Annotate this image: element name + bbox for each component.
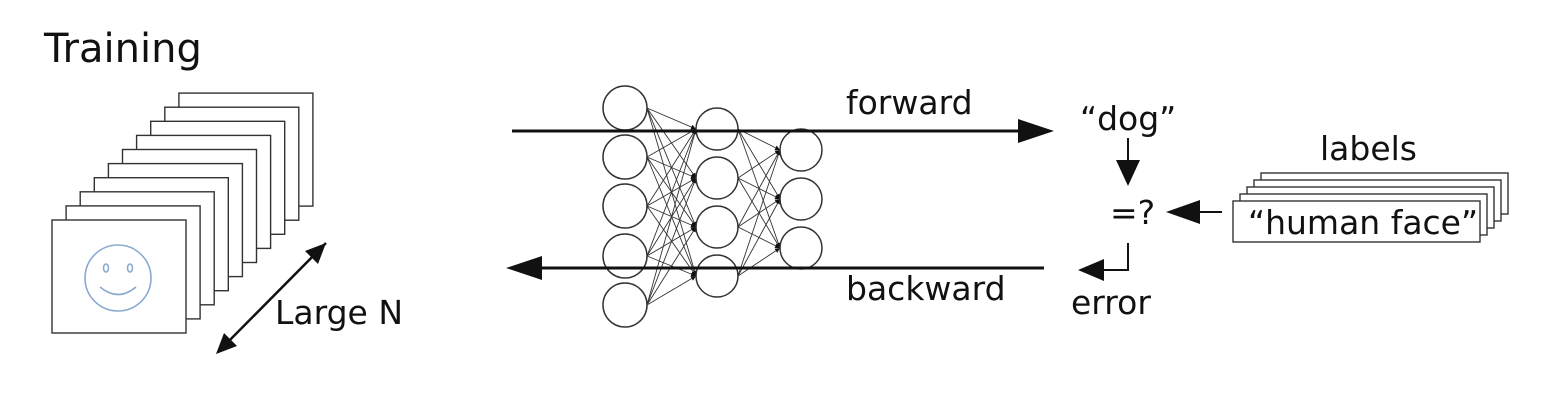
front-image-card xyxy=(51,219,187,334)
label-example: “human face” xyxy=(1248,203,1478,242)
network-node-layer-2 xyxy=(695,205,739,249)
network-node-layer-1 xyxy=(602,134,648,180)
network-node-layer-2 xyxy=(695,254,739,298)
network-node-layer-1 xyxy=(602,233,648,279)
diagram-title: Training xyxy=(43,26,202,72)
network-node-layer-2 xyxy=(695,107,739,151)
network-edge xyxy=(646,177,697,306)
network-node-layer-1 xyxy=(602,282,648,328)
error-label: error xyxy=(1071,283,1151,322)
training-image-stack xyxy=(51,92,314,334)
neural-network xyxy=(602,85,823,328)
network-edge xyxy=(737,149,781,179)
network-node-layer-3 xyxy=(779,177,823,221)
compare-to-error-line xyxy=(1104,243,1129,271)
network-edge xyxy=(646,226,697,306)
network-edge xyxy=(646,107,697,130)
network-node-layer-1 xyxy=(602,85,648,131)
smiley-face-icon xyxy=(84,244,152,312)
compare-label: =? xyxy=(1110,193,1155,232)
network-edge xyxy=(737,149,781,277)
network-node-layer-3 xyxy=(779,226,823,270)
front-label-card xyxy=(1232,200,1481,243)
network-edge xyxy=(737,198,781,277)
labels-title: labels xyxy=(1320,129,1417,168)
large-n-arrowhead-top xyxy=(305,243,326,264)
prediction-label: “dog” xyxy=(1080,99,1176,138)
network-edge xyxy=(737,149,781,228)
backward-label: backward xyxy=(846,269,1006,308)
network-node-layer-2 xyxy=(695,156,739,200)
network-edge xyxy=(646,128,697,158)
large-n-double-arrow xyxy=(217,242,327,353)
network-edge xyxy=(646,128,697,207)
large-n-arrowhead-bottom xyxy=(216,333,237,354)
compare-to-error-arrowhead xyxy=(1078,259,1104,281)
network-edge xyxy=(646,128,697,257)
network-node-layer-1 xyxy=(602,183,648,229)
forward-label: forward xyxy=(846,83,973,122)
network-node-layer-3 xyxy=(779,128,823,172)
labels-to-compare-arrowhead xyxy=(1166,200,1200,224)
network-edge xyxy=(646,128,698,306)
network-edge xyxy=(646,275,697,306)
backward-arrowhead xyxy=(506,256,542,280)
dog-to-compare-arrowhead xyxy=(1116,160,1140,186)
large-n-label: Large N xyxy=(275,293,403,332)
forward-arrowhead xyxy=(1018,119,1054,143)
label-card-stack xyxy=(1232,172,1509,243)
network-edge xyxy=(737,247,781,277)
